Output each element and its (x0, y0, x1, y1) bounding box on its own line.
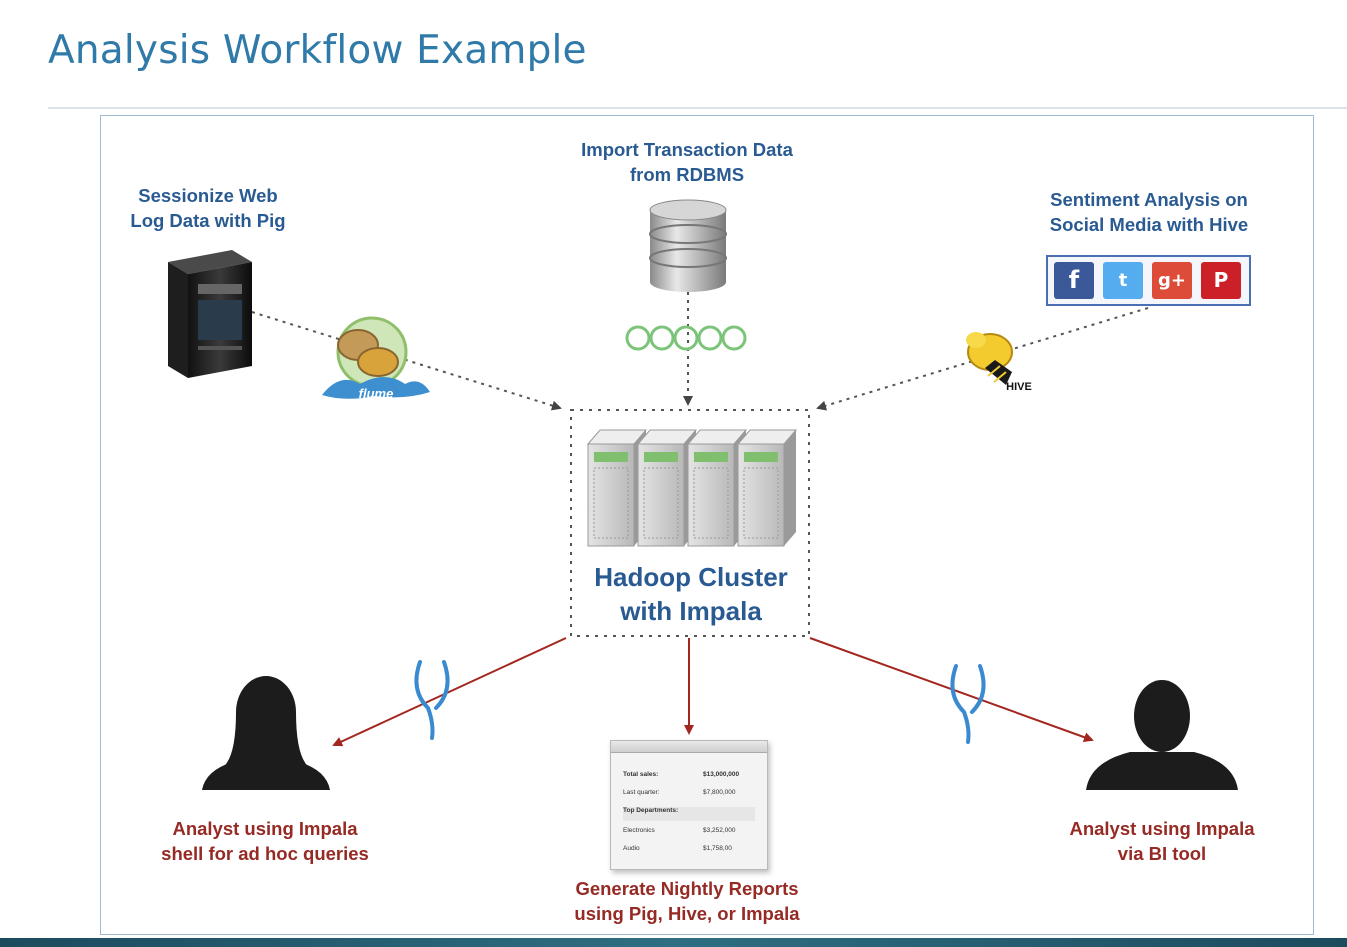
server-1-icon (586, 429, 648, 547)
flume-logo-icon: flume (322, 316, 430, 401)
server-4-icon (736, 429, 798, 547)
svg-text:HIVE: HIVE (1006, 381, 1032, 393)
report-row: Total sales:$13,000,000 (623, 771, 740, 778)
bottom-bar (0, 938, 1347, 947)
impala-logo-left-icon (414, 660, 450, 740)
report-window-bar (611, 741, 767, 753)
social-connector (816, 307, 1149, 411)
sqoop-logo-icon (625, 325, 747, 351)
diagram-frame (100, 115, 1314, 935)
title-divider (48, 107, 1347, 109)
twitter-icon: t (1103, 262, 1143, 299)
analyst-male-icon (1086, 680, 1238, 790)
cluster-box (570, 409, 810, 637)
web-server-icon (168, 250, 252, 378)
report-row: Last quarter:$7,800,000 (623, 789, 736, 796)
report-row: Top Departments: (623, 807, 755, 821)
server-2-icon (636, 429, 698, 547)
social-media-icons: f t g+ P (1046, 255, 1251, 306)
google-plus-icon: g+ (1152, 262, 1192, 299)
hive-logo-icon: HIVE (966, 332, 1032, 393)
analyst-female-icon (202, 676, 330, 790)
impala-logo-right-icon (950, 664, 986, 744)
pinterest-icon: P (1201, 262, 1241, 299)
report-row: Electronics$3,252,000 (623, 827, 736, 834)
facebook-icon: f (1054, 262, 1094, 299)
server-3-icon (686, 429, 748, 547)
slide-title: Analysis Workflow Example (48, 28, 587, 73)
database-icon (649, 199, 727, 292)
svg-text:flume: flume (359, 386, 394, 401)
shell-arrow (332, 637, 567, 747)
report-preview: Total sales:$13,000,000 Last quarter:$7,… (610, 740, 768, 870)
report-row: Audio$1,758,00 (623, 845, 732, 852)
hadoop-servers-icon (586, 429, 798, 547)
